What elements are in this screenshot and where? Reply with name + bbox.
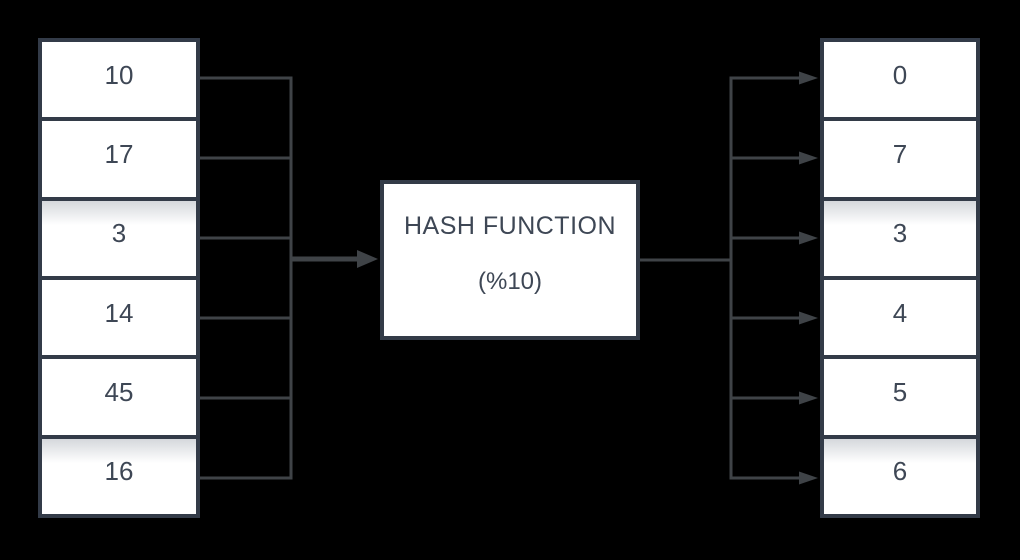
hash-input-arrow	[291, 250, 378, 268]
input-key-cell: 14	[42, 279, 196, 360]
input-key-value: 16	[104, 456, 134, 487]
bucket-index-value: 4	[892, 297, 908, 328]
bucket-index-cell: 5	[824, 359, 976, 439]
bucket-indices-table: 0 7 3 4 5 6	[820, 38, 980, 518]
input-key-cell: 17	[42, 121, 196, 201]
bucket-index-cell: 7	[824, 121, 976, 201]
bucket-index-cell: 3	[824, 200, 976, 280]
input-key-value: 14	[104, 297, 134, 328]
bucket-arrow	[731, 311, 818, 325]
input-key-cell: 16	[42, 438, 196, 514]
arrowhead-icon	[799, 231, 818, 245]
bucket-index-value: 7	[892, 138, 908, 169]
arrowhead-icon	[799, 471, 818, 485]
input-keys-table: 10 17 3 14 45 16	[38, 38, 200, 518]
input-key-cell: 3	[42, 200, 196, 280]
bucket-index-cell: 6	[824, 438, 976, 514]
arrowhead-icon	[357, 250, 378, 268]
left-collector-ladder	[200, 76, 293, 480]
input-key-value: 10	[104, 59, 134, 90]
bucket-arrow	[731, 391, 818, 405]
bucket-index-value: 5	[892, 376, 908, 407]
bucket-arrow	[731, 231, 818, 245]
hash-function-box: HASH FUNCTION (%10)	[380, 180, 640, 340]
bucket-arrows	[731, 71, 818, 485]
bucket-index-value: 3	[892, 218, 908, 249]
input-key-cell: 45	[42, 359, 196, 439]
bucket-index-cell: 0	[824, 42, 976, 122]
input-key-value: 45	[104, 376, 134, 407]
input-key-cell: 10	[42, 42, 196, 122]
hash-function-title: HASH FUNCTION	[403, 212, 617, 240]
hash-function-modulus: (%10)	[477, 268, 543, 295]
bucket-index-value: 6	[892, 456, 908, 487]
bucket-arrow	[731, 71, 818, 85]
arrowhead-icon	[799, 151, 818, 165]
arrowhead-icon	[799, 311, 818, 325]
bucket-index-value: 0	[892, 59, 908, 90]
bucket-index-cell: 4	[824, 279, 976, 360]
input-key-value: 17	[104, 138, 134, 169]
arrowhead-icon	[799, 391, 818, 405]
input-key-value: 3	[111, 218, 127, 249]
arrowhead-icon	[799, 71, 818, 85]
bucket-arrow	[731, 151, 818, 165]
bucket-arrow	[731, 471, 818, 485]
